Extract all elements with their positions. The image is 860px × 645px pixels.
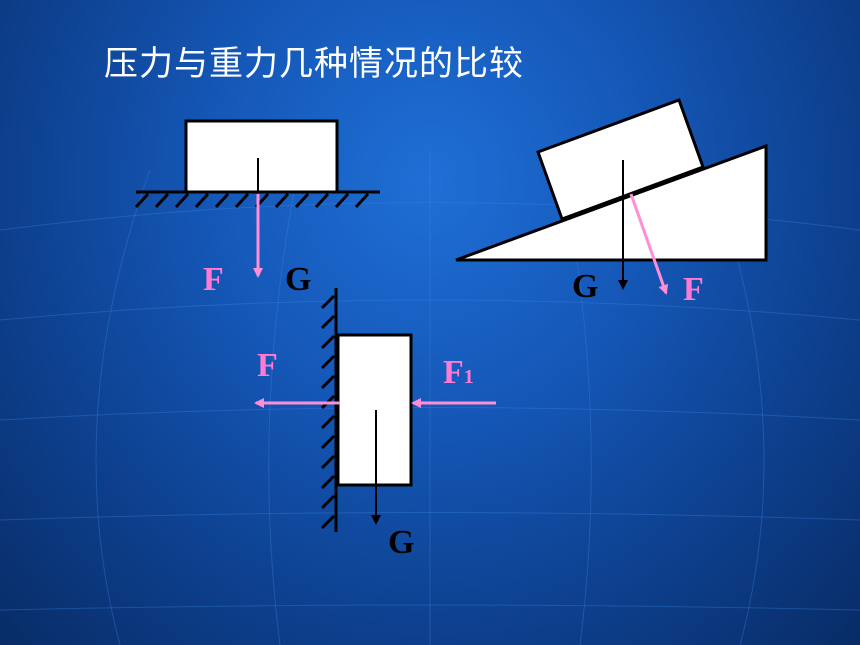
wall-case: F F1 G	[254, 288, 496, 561]
wall-applied-force-label: F1	[443, 354, 474, 391]
incline-block	[536, 98, 705, 221]
wall-force-label: F	[257, 347, 278, 384]
vertical-wall	[320, 288, 338, 532]
incline-gravity-label: G	[572, 268, 598, 305]
slide-title: 压力与重力几种情况的比较	[104, 44, 524, 84]
horizontal-case: F G	[134, 119, 380, 298]
horizontal-force-label: F	[203, 261, 224, 298]
incline-case: G F	[455, 98, 768, 308]
wall-block	[336, 333, 413, 487]
wall-gravity-label: G	[388, 524, 414, 561]
horizontal-block	[184, 119, 339, 194]
horizontal-gravity-label: G	[285, 261, 311, 298]
wall-applied-force-letter: F	[443, 354, 464, 391]
incline-pressure-arrow	[629, 193, 669, 295]
incline-plane	[455, 143, 768, 262]
incline-force-label: F	[683, 271, 704, 308]
wall-applied-force-subscript: 1	[464, 366, 474, 388]
